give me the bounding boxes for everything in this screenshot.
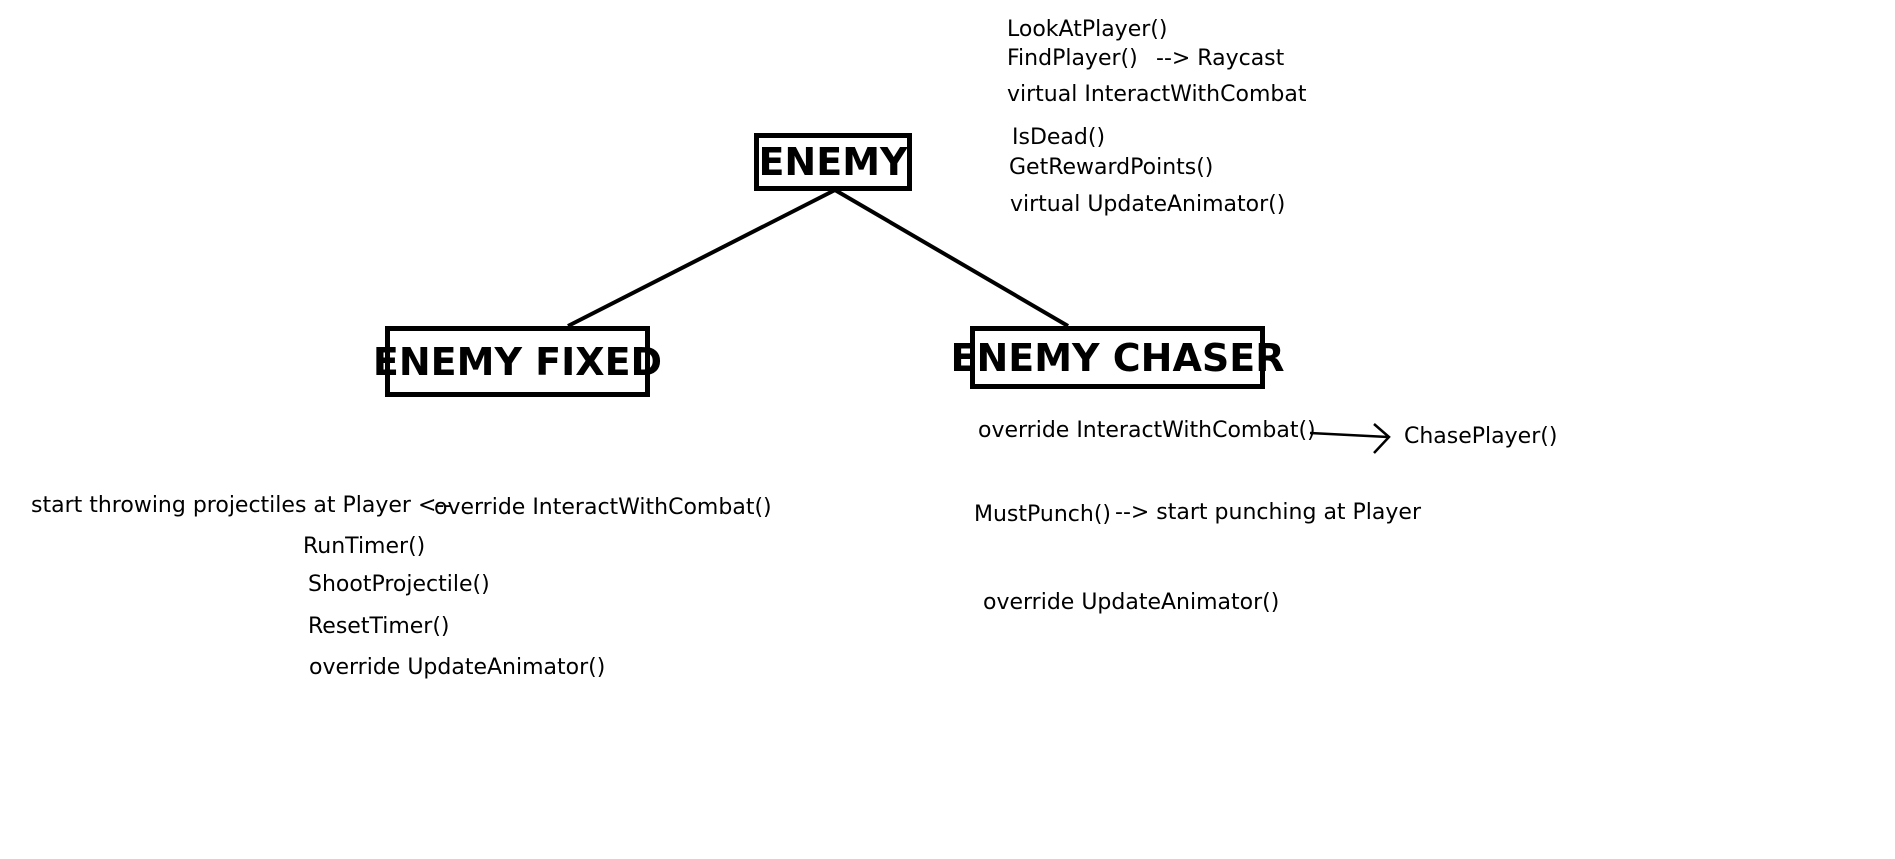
fixed-method-update-animator: override UpdateAnimator() <box>309 655 606 680</box>
enemy-fixed-class-label: ENEMY FIXED <box>372 339 663 384</box>
fixed-method-shoot-projectile: ShootProjectile() <box>308 572 490 597</box>
chaser-method-chase-player: ChasePlayer() <box>1404 424 1558 449</box>
enemy-class-box: ENEMY <box>754 133 912 191</box>
fixed-projectiles-note: start throwing projectiles at Player <-- <box>31 493 453 518</box>
chaser-method-update-animator: override UpdateAnimator() <box>983 590 1280 615</box>
edge-enemy-to-enemy-chaser <box>833 188 1070 328</box>
edge-enemy-to-enemy-fixed <box>567 188 836 328</box>
chaser-method-interact-with-combat: override InteractWithCombat() <box>978 418 1316 443</box>
enemy-class-label: ENEMY <box>758 140 908 184</box>
enemy-method-is-dead: IsDead() <box>1012 125 1106 150</box>
enemy-fixed-class-box: ENEMY FIXED <box>373 326 662 397</box>
enemy-method-update-animator: virtual UpdateAnimator() <box>1010 192 1286 217</box>
enemy-method-find-player: FindPlayer() <box>1007 46 1138 71</box>
arrow-interact-to-chase-shaft <box>1309 431 1389 439</box>
enemy-find-player-note: --> Raycast <box>1156 46 1285 71</box>
chaser-must-punch-note: --> start punching at Player <box>1115 500 1422 525</box>
chaser-method-must-punch: MustPunch() <box>974 502 1111 527</box>
enemy-method-interact-with-combat: virtual InteractWithCombat <box>1007 82 1307 107</box>
fixed-method-interact-with-combat: override InteractWithCombat() <box>434 495 772 520</box>
enemy-chaser-class-box: ENEMY CHASER <box>951 326 1284 389</box>
enemy-method-get-reward-points: GetRewardPoints() <box>1009 155 1214 180</box>
fixed-method-run-timer: RunTimer() <box>303 534 426 559</box>
enemy-chaser-class-label: ENEMY CHASER <box>950 335 1285 380</box>
arrow-interact-to-chase-head <box>1373 423 1391 454</box>
enemy-method-look-at-player: LookAtPlayer() <box>1007 17 1168 42</box>
fixed-method-reset-timer: ResetTimer() <box>308 614 450 639</box>
